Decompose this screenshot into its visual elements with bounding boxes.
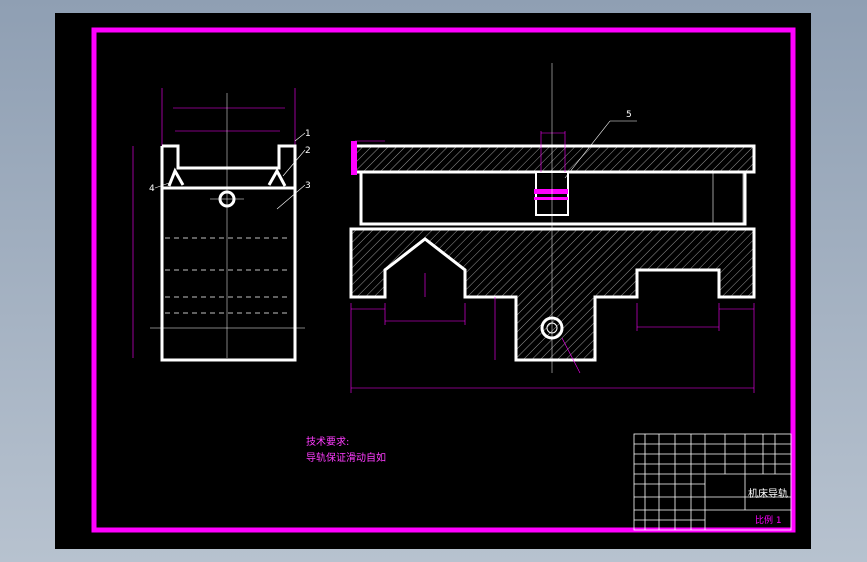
side-view	[132, 88, 306, 362]
callout-3: 3	[305, 181, 311, 191]
front-section-view	[349, 63, 756, 393]
drawing-canvas: 1 2 3 4	[91, 27, 796, 533]
title-block-scale: 比例 1	[755, 516, 782, 526]
callout-4: 4	[149, 184, 155, 194]
tech-req-title: 技术要求:	[306, 437, 350, 448]
technical-requirements: 技术要求: 导轨保证滑动自如	[306, 435, 386, 467]
tech-req-line1: 导轨保证滑动自如	[306, 453, 386, 464]
callout-2: 2	[305, 146, 311, 156]
callout-1: 1	[305, 129, 311, 139]
drawing-sheet: 1 2 3 4	[55, 13, 811, 549]
title-block	[633, 433, 792, 531]
callout-5: 5	[626, 110, 632, 120]
drawing-frame	[91, 27, 796, 533]
title-block-part-name: 机床导轨	[748, 489, 788, 500]
